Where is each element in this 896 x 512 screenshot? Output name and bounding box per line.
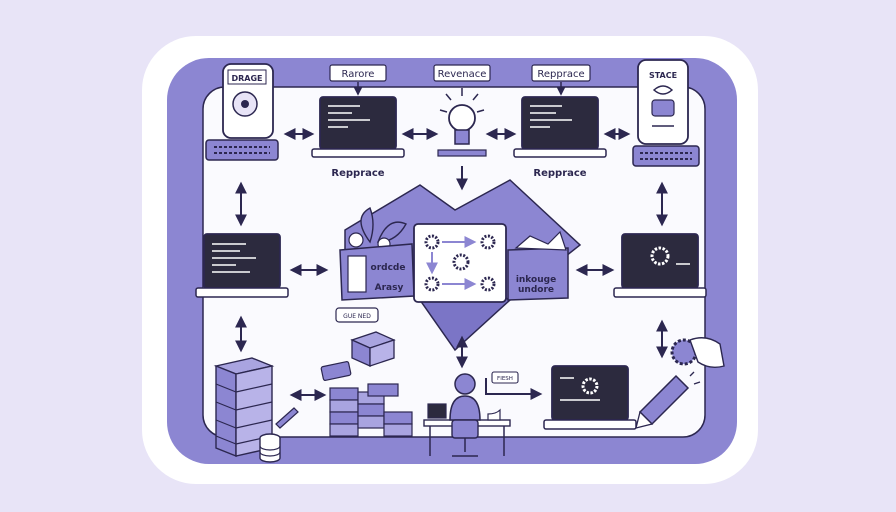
hand-gear-icon <box>670 337 725 369</box>
hard-drive-device: DRAGE <box>205 63 279 161</box>
caption-repprace-left: Repprace <box>331 168 384 179</box>
gear-icon <box>581 377 599 395</box>
laptop-top-right: Repprace <box>513 96 607 179</box>
laptop-icon <box>203 233 281 289</box>
tag-repprace-top-text: Repprace <box>537 69 584 80</box>
laptop-bottom-right <box>543 365 637 430</box>
small-pen-icon <box>275 407 299 429</box>
laptop-middle-right <box>613 233 707 298</box>
tag-rarore: Rarore <box>329 64 387 96</box>
gear-icon <box>650 246 670 266</box>
gear-icon <box>424 234 440 250</box>
bubble-tag-text: GUE NED <box>343 313 371 320</box>
fiesh-tag-text: FIESH <box>497 376 513 382</box>
gear-icon <box>480 276 496 292</box>
gear-icon <box>480 234 496 250</box>
stace-device: STACE <box>632 59 700 167</box>
fiesh-tag: FIESH <box>491 371 519 384</box>
books-icon <box>329 383 413 437</box>
gear-icon <box>452 253 470 271</box>
plant-icon <box>348 206 407 251</box>
laptop-top-left: Repprace <box>311 96 405 179</box>
center-left-text-1: ordcde <box>371 263 406 273</box>
developer-icon <box>423 373 511 457</box>
tag-repprace-top: Repprace <box>531 64 591 96</box>
laptop-middle-left <box>195 233 289 298</box>
drage-label: DRAGE <box>231 74 262 83</box>
center-right-text-1: inkouge <box>516 275 556 285</box>
box-icon <box>320 331 396 381</box>
laptop-icon <box>521 96 599 150</box>
laptop-icon <box>551 365 629 421</box>
tag-revenace-text: Revenace <box>438 69 487 80</box>
caption-repprace-right: Repprace <box>533 168 586 179</box>
stace-label: STACE <box>649 71 677 80</box>
tag-revenace: Revenace <box>433 64 491 82</box>
gear-icon <box>424 276 440 292</box>
storage-box: inkouge undore <box>507 230 569 301</box>
pencil-icon <box>635 371 701 429</box>
laptop-icon <box>319 96 397 150</box>
database-icon <box>259 433 281 463</box>
center-right-text-2: undore <box>518 285 554 295</box>
lightbulb-icon <box>437 88 487 191</box>
center-left-text-2: Arasy <box>375 283 404 293</box>
bubble-tag: GUE NED <box>335 307 379 323</box>
laptop-icon <box>621 233 699 289</box>
center-gears-panel <box>413 223 507 303</box>
arrow-developer-laptop <box>485 378 543 400</box>
tag-rarore-text: Rarore <box>342 69 375 80</box>
plant-box: ordcde Arasy <box>339 206 415 301</box>
